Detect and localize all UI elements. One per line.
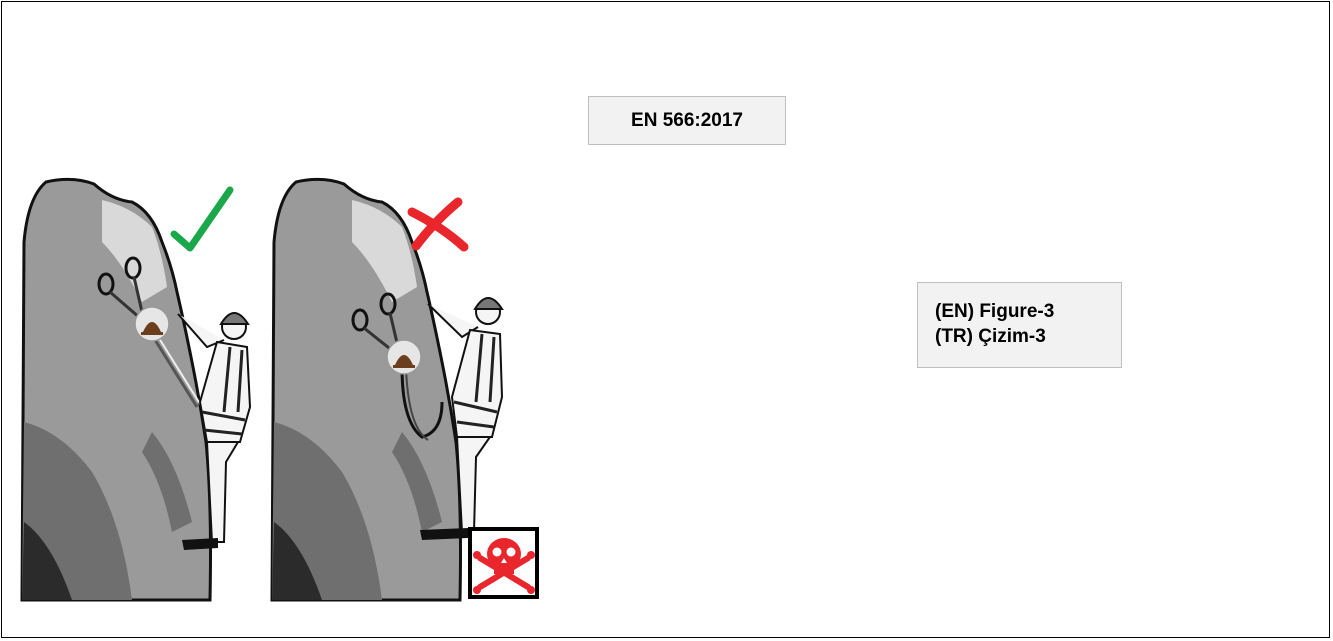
- standard-label: EN 566:2017: [631, 110, 743, 132]
- correct-usage-panel: [22, 179, 250, 600]
- figure-label-en: (EN) Figure-3: [935, 299, 1121, 324]
- skull-crossbones-icon: [470, 529, 537, 597]
- sling-usage-illustration: [2, 2, 562, 622]
- wrong-usage-panel: [272, 179, 537, 600]
- figure-label-tr: (TR) Çizim-3: [935, 324, 1121, 349]
- figure-label-box: (EN) Figure-3 (TR) Çizim-3: [917, 282, 1122, 368]
- cross-icon: [412, 202, 464, 247]
- check-icon: [174, 190, 230, 248]
- standard-label-box: EN 566:2017: [588, 96, 786, 145]
